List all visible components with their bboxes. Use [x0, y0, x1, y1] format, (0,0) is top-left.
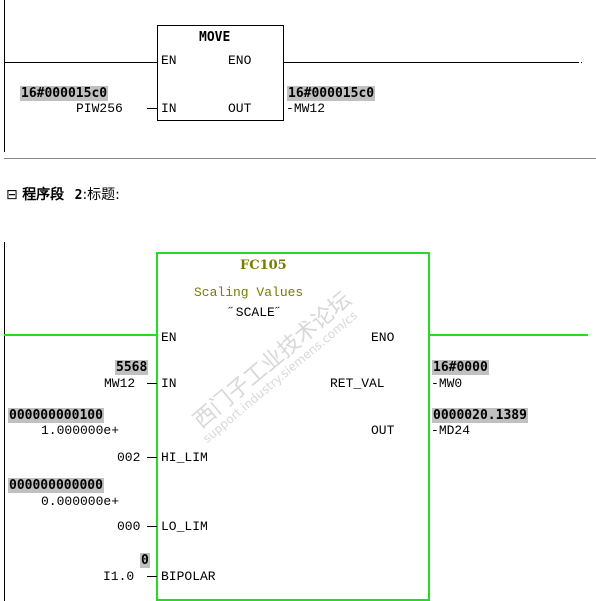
rung-2-left	[4, 334, 158, 336]
fc-ret-operand[interactable]: -MW0	[431, 376, 463, 391]
fc105-desc: Scaling Values	[194, 285, 304, 300]
power-rail-1	[4, 0, 5, 152]
fc-hi-operand-1[interactable]: 1.000000e+	[41, 423, 120, 438]
fc-lo-operand-1[interactable]: 0.000000e+	[41, 494, 120, 509]
fc-pin-eno: ENO	[371, 330, 395, 345]
collapse-icon[interactable]: ⊟	[6, 187, 18, 203]
fc-bipolar-value: 0	[140, 553, 150, 568]
fc105-title: FC105	[240, 258, 287, 273]
move-pin-en: EN	[161, 53, 177, 68]
fc-hi-operand-2[interactable]: 002	[117, 450, 141, 465]
network-separator	[4, 158, 596, 159]
move-out-value: 16#000015c0	[287, 86, 376, 101]
network-number: 2	[74, 188, 83, 203]
fc-out-operand[interactable]: -MD24	[431, 423, 471, 438]
move-pin-out: OUT	[228, 101, 252, 116]
move-in-operand[interactable]: PIW256	[76, 101, 123, 116]
fc-bipolar-operand[interactable]: I1.0	[103, 569, 135, 584]
rung-2-right	[428, 334, 588, 336]
fc-pin-hi-lim: HI_LIM	[161, 450, 208, 465]
fc-pin-bipolar: BIPOLAR	[161, 569, 216, 584]
fc105-symbol: ˝SCALE˝	[228, 305, 283, 320]
fc-out-value: 0000020.1389	[432, 408, 528, 423]
move-out-operand[interactable]: -MW12	[286, 101, 326, 116]
fc-ret-value: 16#0000	[432, 360, 489, 375]
move-block[interactable]	[157, 25, 284, 121]
move-pin-in: IN	[161, 101, 177, 116]
fc-hi-value: 000000000100	[8, 408, 104, 423]
fc105-block[interactable]	[156, 252, 430, 601]
fc-pin-en: EN	[161, 330, 177, 345]
fc-in-operand[interactable]: MW12	[104, 376, 136, 391]
move-in-value: 16#000015c0	[20, 86, 109, 101]
power-rail-2	[4, 242, 5, 601]
fc-in-value: 5568	[115, 360, 149, 375]
fc-lo-value: 000000000000	[8, 478, 104, 493]
rung-1-left	[4, 62, 158, 63]
fc-lo-operand-2[interactable]: 000	[117, 519, 141, 534]
fc-pin-ret-val: RET_VAL	[330, 376, 385, 391]
network-2-header[interactable]: ⊟ 程序段 2:标题:	[6, 184, 120, 204]
fc-pin-lo-lim: LO_LIM	[161, 519, 208, 534]
fc-pin-out: OUT	[371, 423, 395, 438]
network-title: :标题:	[82, 187, 120, 203]
move-block-title: MOVE	[199, 30, 231, 45]
move-pin-eno: ENO	[228, 53, 252, 68]
fc-pin-in: IN	[161, 376, 177, 391]
rung-1-right	[283, 62, 579, 63]
network-label: 程序段	[22, 187, 65, 203]
